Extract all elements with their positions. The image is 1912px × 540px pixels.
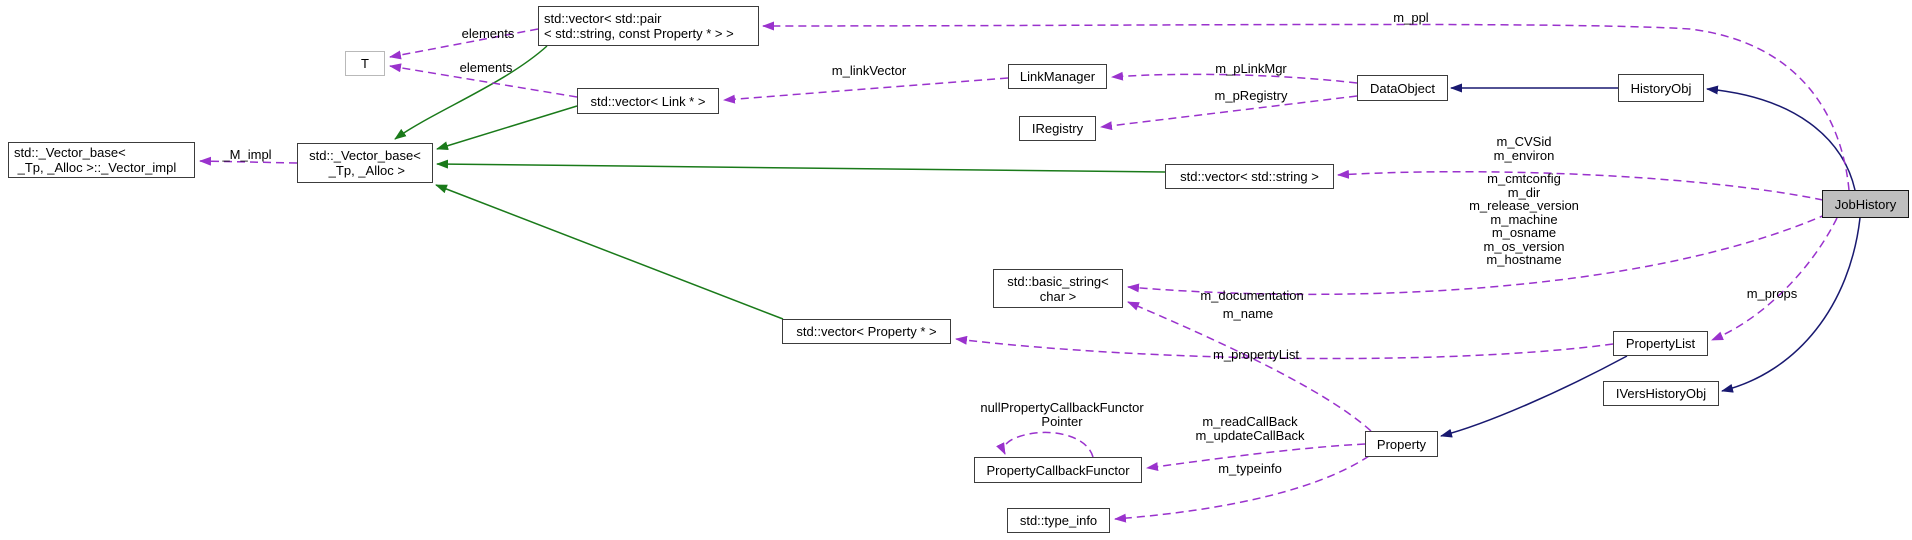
edge-property-typeinfo bbox=[1114, 455, 1370, 523]
class-node-iregistry[interactable]: IRegistry bbox=[1019, 116, 1096, 141]
edge-label-m-propertylist: m_propertyList bbox=[1213, 347, 1299, 362]
edge-propertylist-vectorproperty bbox=[955, 335, 1614, 360]
class-node-vector-base[interactable]: std::_Vector_base< _Tp, _Alloc > bbox=[297, 143, 433, 183]
class-node-dataobject[interactable]: DataObject bbox=[1357, 75, 1448, 101]
edge-propertylist-property bbox=[1440, 355, 1628, 438]
edge-vectorproperty-vectorbase bbox=[435, 184, 784, 320]
edge-label-m-name: m_name bbox=[1222, 306, 1274, 321]
edge-label-callbacks: m_readCallBack m_updateCallBack bbox=[1195, 414, 1305, 443]
edge-label-null-functor-pointer: nullPropertyCallbackFunctor Pointer bbox=[980, 400, 1144, 429]
edge-functor-self-loop bbox=[996, 431, 1094, 458]
edge-label-m-linkvector: m_linkVector bbox=[831, 63, 907, 78]
class-node-historyobj[interactable]: HistoryObj bbox=[1618, 74, 1704, 102]
edge-label-m-pregistry: m_pRegistry bbox=[1214, 88, 1288, 103]
class-node-property[interactable]: Property bbox=[1365, 431, 1438, 457]
class-node-basic-string[interactable]: std::basic_string< char > bbox=[993, 269, 1123, 308]
edge-dataobject-linkmanager bbox=[1111, 71, 1358, 84]
edge-linkmanager-vectorlink bbox=[723, 77, 1009, 104]
class-node-linkmanager[interactable]: LinkManager bbox=[1008, 64, 1107, 89]
class-node-vector-link[interactable]: std::vector< Link * > bbox=[577, 88, 719, 114]
class-node-template-t: T bbox=[345, 51, 385, 76]
class-node-jobhistory[interactable]: JobHistory bbox=[1822, 190, 1909, 218]
edge-jobhistory-historyobj bbox=[1706, 85, 1856, 191]
edge-label-elements-bottom: elements bbox=[459, 60, 513, 75]
edge-property-functor-callbacks bbox=[1146, 443, 1366, 472]
edge-jobhistory-vectorstring bbox=[1337, 169, 1824, 201]
class-node-vector-property[interactable]: std::vector< Property * > bbox=[782, 319, 951, 344]
class-node-vector-impl[interactable]: std::_Vector_base< _Tp, _Alloc >::_Vecto… bbox=[8, 142, 195, 178]
edge-label-jobhistory-strings-2: m_cmtconfig m_dir m_release_version m_ma… bbox=[1469, 171, 1579, 267]
edge-vectorlink-vectorbase bbox=[436, 105, 578, 151]
edge-label-elements-top: elements bbox=[461, 26, 515, 41]
class-node-propertylist[interactable]: PropertyList bbox=[1613, 331, 1708, 356]
edge-label-m-ppl: m_ppl bbox=[1393, 10, 1429, 25]
class-node-property-callback-functor[interactable]: PropertyCallbackFunctor bbox=[974, 457, 1142, 483]
edge-label-m-documentation: m_documentation bbox=[1200, 288, 1304, 303]
edge-label-m-props: m_props bbox=[1746, 286, 1798, 301]
edge-property-basicstring-mname bbox=[1127, 301, 1372, 432]
class-node-vector-string[interactable]: std::vector< std::string > bbox=[1165, 164, 1334, 189]
class-node-type-info[interactable]: std::type_info bbox=[1007, 508, 1110, 533]
edge-jobhistory-vectorpair-mppl bbox=[762, 21, 1850, 191]
edge-label-jobhistory-strings-1: m_CVSid m_environ bbox=[1493, 134, 1555, 163]
edge-jobhistory-propertylist-mprops bbox=[1711, 217, 1838, 341]
edge-label-m-impl: _M_impl bbox=[222, 147, 272, 162]
edge-dataobject-iregistry bbox=[1100, 95, 1358, 131]
edge-vectorpair-vectorbase bbox=[394, 45, 548, 140]
class-node-vector-pair[interactable]: std::vector< std::pair < std::string, co… bbox=[538, 6, 759, 46]
class-node-ivershistoryobj[interactable]: IVersHistoryObj bbox=[1603, 381, 1719, 406]
edge-label-m-plinkmgr: m_pLinkMgr bbox=[1215, 61, 1287, 76]
edge-vectorbase-vectorimpl bbox=[199, 156, 298, 166]
edge-vectorlink-t-elements bbox=[389, 63, 578, 98]
edge-label-m-typeinfo: m_typeinfo bbox=[1218, 461, 1282, 476]
edge-jobhistory-ivershistoryobj bbox=[1721, 217, 1861, 393]
edge-jobhistory-basicstring-mdocumentation bbox=[1127, 213, 1828, 296]
edge-vectorstring-vectorbase bbox=[436, 159, 1166, 173]
